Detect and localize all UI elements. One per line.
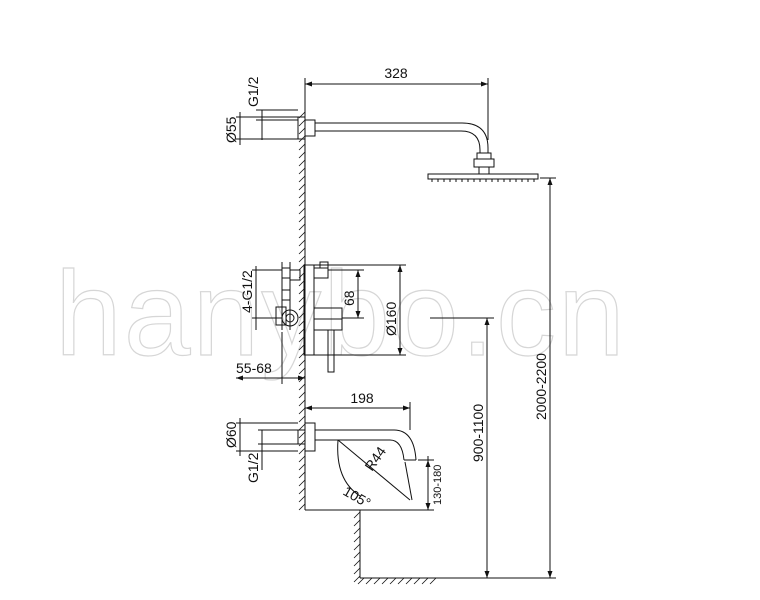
label-spout-length: 198 [350, 390, 374, 406]
label-flange-spout: Ø60 [223, 421, 239, 448]
shower-arm [297, 116, 489, 153]
label-valve-thread: 4-G1/2 [239, 270, 255, 313]
shower-head [427, 152, 539, 182]
bath-spout [297, 422, 417, 501]
label-valve-height-floor: 900-1100 [470, 404, 486, 462]
dimension-lines [236, 78, 556, 579]
label-head-height-floor: 2000-2200 [533, 353, 549, 420]
label-inlet-thread-top: G1/2 [245, 76, 261, 107]
label-inlet-thread-spout: G1/2 [245, 452, 261, 483]
label-flange-top: Ø55 [223, 116, 239, 143]
wall [298, 108, 440, 585]
label-valve-height: 68 [341, 290, 357, 306]
label-spout-drop: 130-180 [432, 465, 444, 505]
watermark-text: hanybo.cn [55, 247, 627, 381]
mixer-valve [275, 261, 343, 373]
label-spout-angle: 105° [341, 483, 374, 511]
label-wall-depth: 55-68 [236, 360, 272, 376]
label-valve-plate: Ø160 [383, 302, 399, 336]
label-arm-length: 328 [384, 65, 408, 81]
label-spout-radius: R44 [361, 443, 389, 473]
